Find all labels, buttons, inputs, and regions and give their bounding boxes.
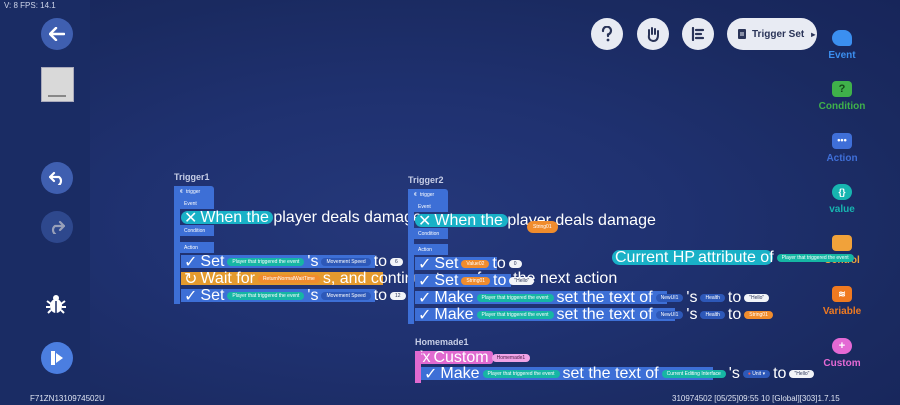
document-icon bbox=[738, 29, 746, 39]
alert-icon: ● bbox=[747, 370, 751, 377]
trigger2-event[interactable]: ✕When the player deals damage bbox=[415, 212, 656, 230]
trigger2-event-label: Event bbox=[408, 201, 448, 212]
swords-icon: ✕ bbox=[418, 212, 432, 230]
check-icon: ✓ bbox=[184, 287, 198, 305]
align-left-icon bbox=[691, 27, 705, 41]
trigger1-action-label: Action bbox=[174, 242, 214, 253]
swords-icon: ✕ bbox=[184, 209, 198, 227]
trigger2-block[interactable]: ⌘trigger Event bbox=[408, 189, 448, 212]
check-icon: ✓ bbox=[418, 272, 432, 290]
trigger2-head: ⌘trigger bbox=[408, 189, 448, 201]
redo-icon bbox=[51, 220, 65, 234]
category-value[interactable]: {} value bbox=[816, 184, 868, 215]
floating-string01[interactable]: String01 bbox=[527, 221, 558, 233]
action-icon: ••• bbox=[832, 133, 852, 149]
check-icon: ✓ bbox=[418, 306, 432, 324]
run-button[interactable] bbox=[41, 342, 73, 374]
map-thumbnail[interactable] bbox=[41, 67, 74, 102]
footer-info: 310974502 [05/25]09:55 10 [Global][303]1… bbox=[672, 394, 840, 403]
sitemap-icon: ⌘ bbox=[178, 189, 183, 195]
debug-button[interactable] bbox=[36, 288, 76, 322]
unit-select[interactable]: ● Unit ▾ bbox=[742, 369, 771, 378]
check-icon: ✓ bbox=[184, 253, 198, 271]
category-event[interactable]: Event bbox=[816, 30, 868, 61]
trigger2-condition-label: Condition bbox=[408, 228, 448, 239]
variable-icon: ≋ bbox=[832, 286, 852, 302]
bug-icon bbox=[46, 295, 66, 314]
trigger1-condition-label: Condition bbox=[174, 225, 214, 236]
trigger-set-button[interactable]: Trigger Set ▸ bbox=[727, 18, 817, 50]
trigger2-title: Trigger2 bbox=[408, 175, 444, 185]
category-custom[interactable]: + Custom bbox=[823, 338, 861, 369]
trigger2-spine bbox=[408, 189, 414, 324]
pan-button[interactable] bbox=[637, 18, 669, 50]
check-icon: ✓ bbox=[418, 289, 432, 307]
trigger1-event-label: Event bbox=[174, 198, 214, 209]
trigger-set-label: Trigger Set bbox=[752, 28, 805, 40]
value-icon: {} bbox=[832, 184, 852, 200]
condition-icon: ? bbox=[832, 81, 852, 97]
check-icon: ✓ bbox=[424, 365, 438, 383]
hand-icon bbox=[647, 27, 659, 42]
trigger2-action-label: Action bbox=[408, 244, 448, 255]
device-id: F71ZN1310974502U bbox=[30, 394, 105, 403]
left-toolbar: V: 8 FPS: 14.1 F71ZN1310974502U bbox=[0, 0, 105, 405]
category-variable[interactable]: ≋ Variable bbox=[816, 286, 868, 317]
loop-icon: ↻ bbox=[184, 270, 198, 288]
arrow-left-icon bbox=[49, 27, 65, 41]
undo-button[interactable] bbox=[41, 162, 73, 194]
help-button[interactable] bbox=[591, 18, 623, 50]
trigger1-block[interactable]: ⌘trigger Event bbox=[174, 186, 214, 209]
trigger1-head: ⌘trigger bbox=[174, 186, 214, 198]
trigger1-action-set-speed[interactable]: ✓Set Player that triggered the event's M… bbox=[181, 253, 403, 271]
custom-icon: + bbox=[832, 338, 852, 354]
homemade1-title: Homemade1 bbox=[415, 337, 469, 347]
play-icon bbox=[51, 351, 63, 365]
question-icon bbox=[601, 26, 613, 42]
undo-icon bbox=[49, 171, 63, 185]
control-icon bbox=[832, 235, 852, 251]
homemade1-spine bbox=[415, 351, 421, 383]
fx-icon: fx bbox=[418, 348, 431, 366]
event-icon bbox=[832, 30, 852, 46]
category-condition[interactable]: ? Condition bbox=[818, 81, 866, 112]
trigger1-event[interactable]: ✕When the player deals damage bbox=[181, 209, 422, 227]
check-icon: ✓ bbox=[418, 255, 432, 273]
redo-button[interactable] bbox=[41, 211, 73, 243]
fps-readout: V: 8 FPS: 14.1 bbox=[4, 1, 56, 10]
trigger1-action-set-speed-2[interactable]: ✓Set Player that triggered the event's M… bbox=[181, 287, 406, 305]
sitemap-icon: ⌘ bbox=[412, 192, 417, 198]
category-action[interactable]: ••• Action bbox=[826, 133, 858, 164]
align-button[interactable] bbox=[682, 18, 714, 50]
back-button[interactable] bbox=[41, 18, 73, 50]
trigger1-title: Trigger1 bbox=[174, 172, 210, 182]
chevron-right-icon: ▸ bbox=[811, 29, 816, 39]
